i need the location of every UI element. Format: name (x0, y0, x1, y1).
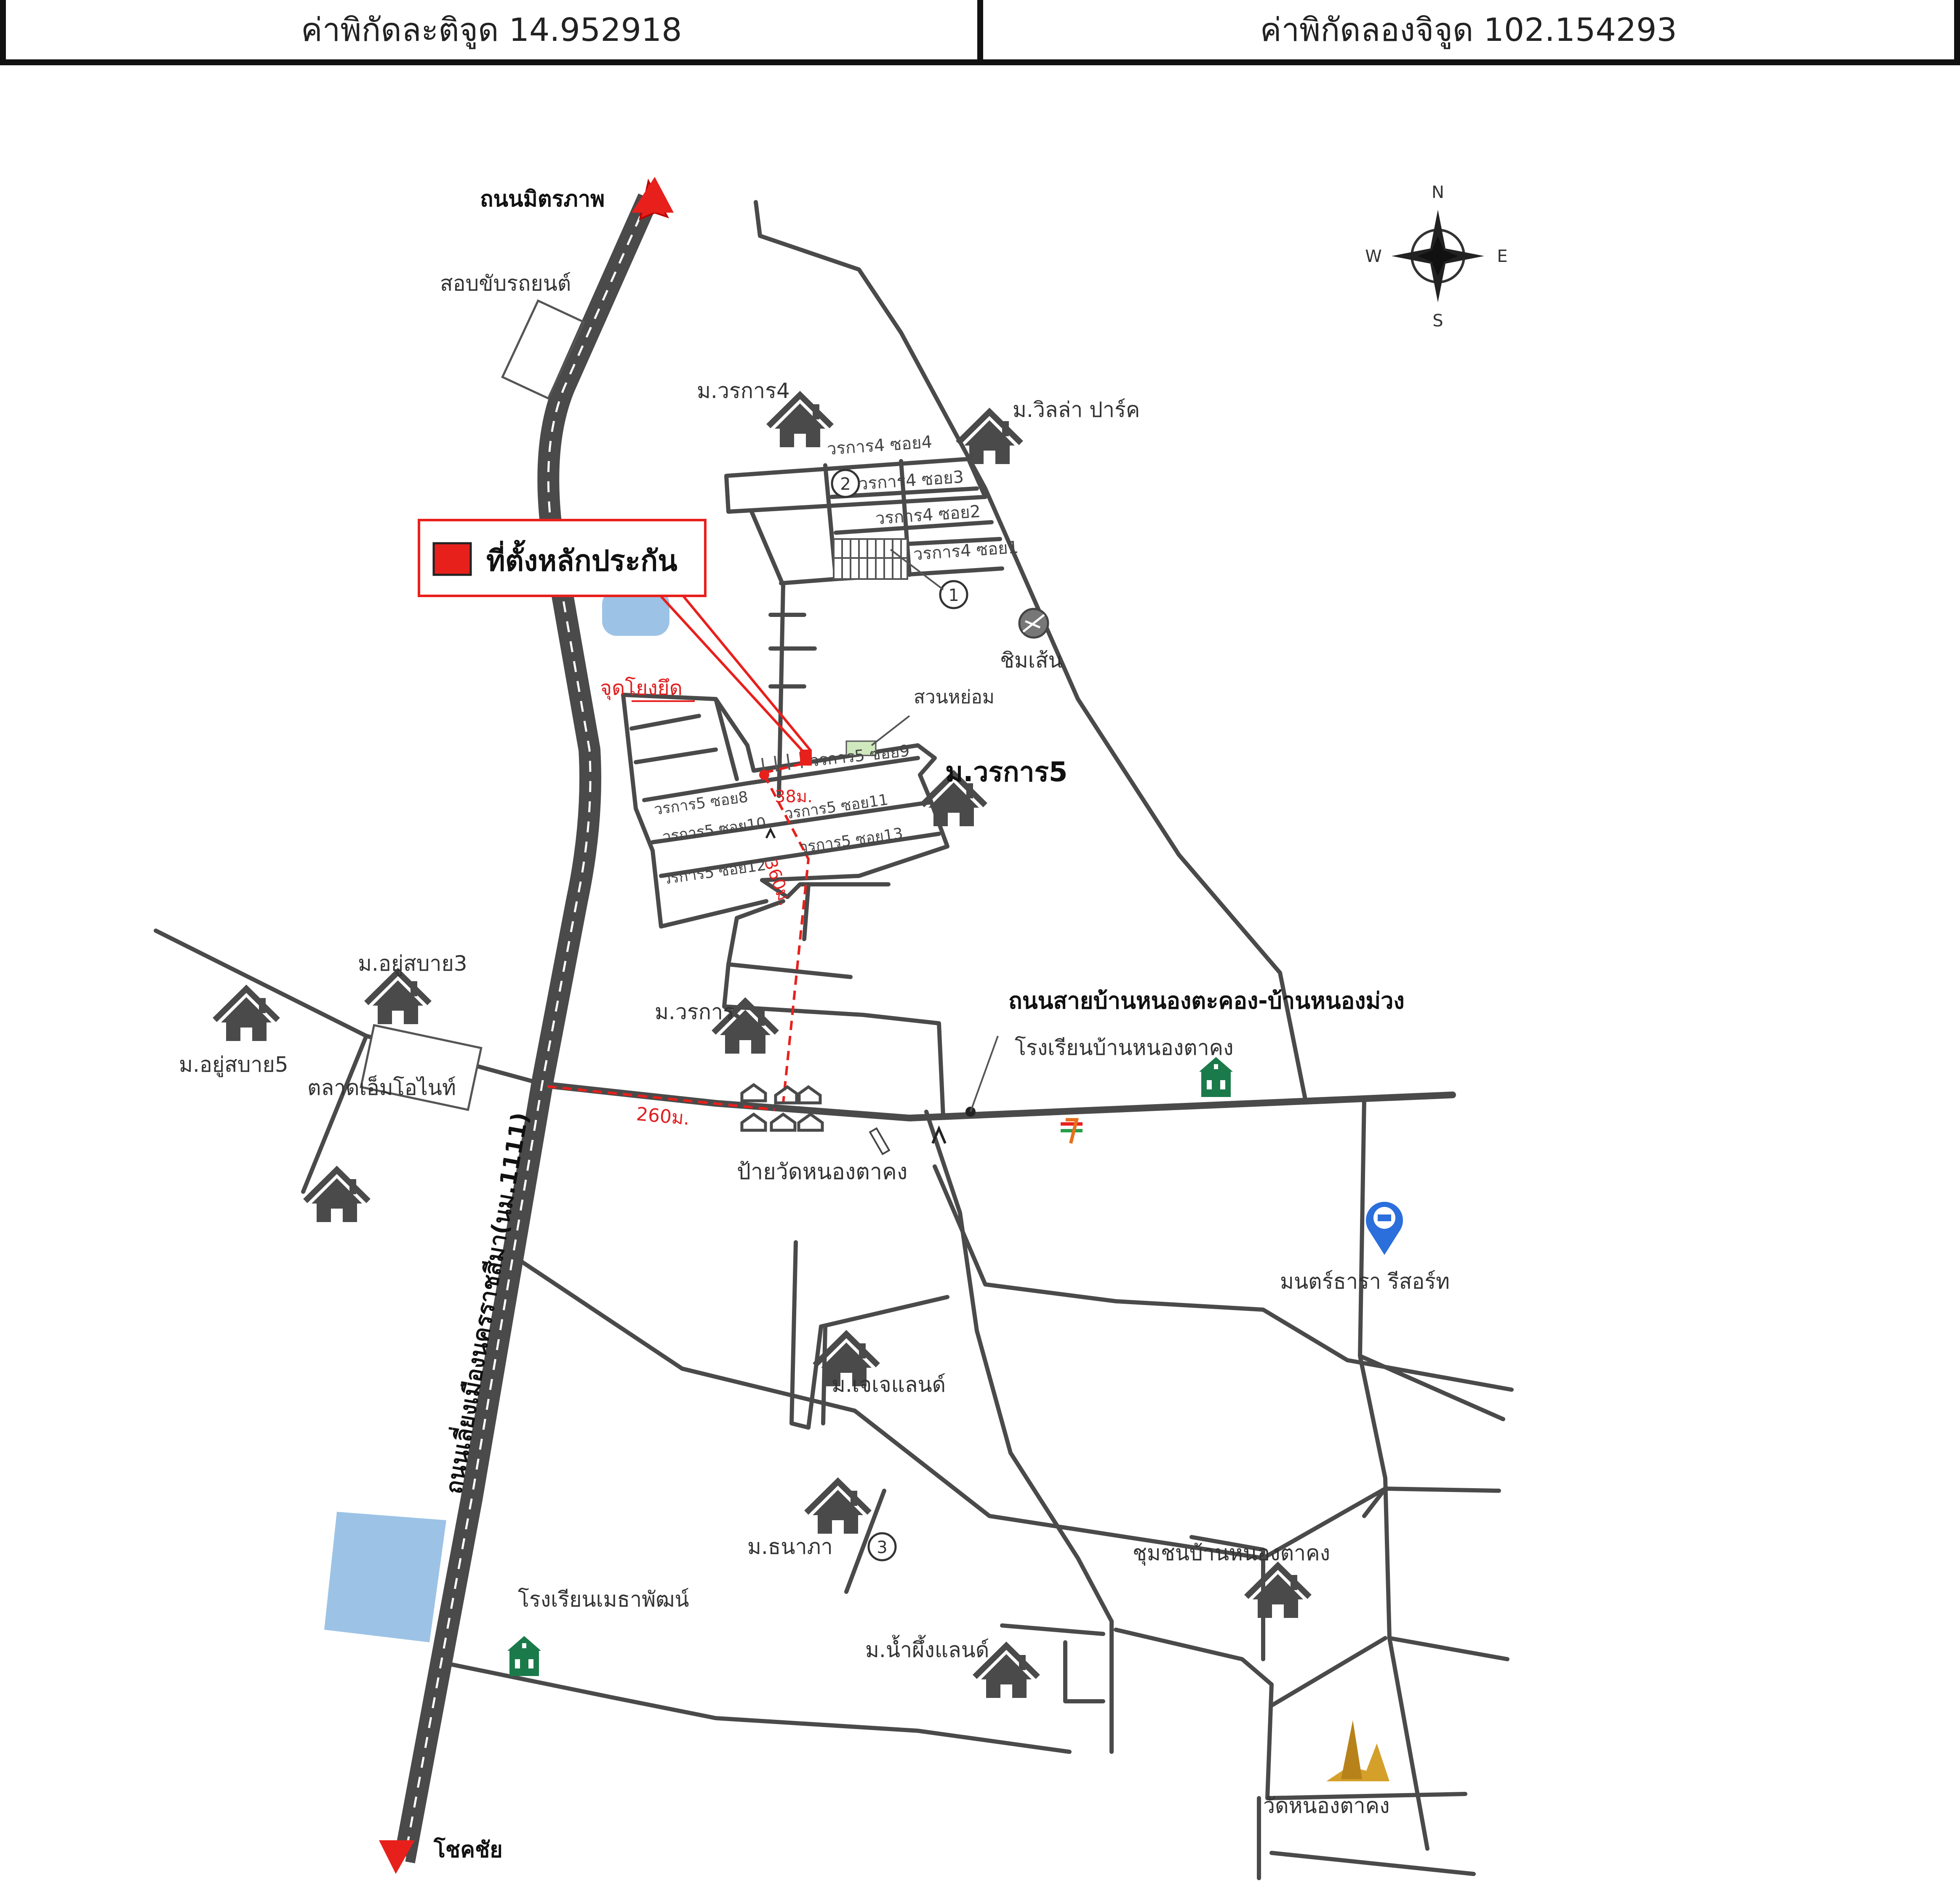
label-villa-park: ม.วิลล่า ปาร์ค (1013, 398, 1140, 422)
house-icon (366, 972, 429, 1024)
compass-n: N (1432, 183, 1444, 202)
label-vorakarn4: ม.วรการ4 (697, 379, 790, 403)
house-icon (305, 1170, 368, 1222)
seven-eleven-icon (1059, 1118, 1084, 1150)
compass-e: E (1497, 247, 1507, 266)
reference-dot (759, 770, 769, 780)
house-icon (215, 989, 278, 1041)
label-school-metha: โรงเรียนเมธาพัฒน์ (518, 1587, 689, 1612)
label-school-nongtakhong: โรงเรียนบ้านหนองตาคง (1015, 1036, 1234, 1060)
garden-area (845, 740, 877, 756)
coordinate-table: ค่าพิกัดละติจูด 14.952918 ค่าพิกัดลองจิจ… (0, 0, 1960, 65)
north-arrow-icon (632, 177, 674, 221)
label-chimsen: ชิมเส้น (1000, 648, 1063, 673)
driving-test-area (501, 299, 585, 400)
label-garden: สวนหย่อม (914, 686, 995, 708)
legend-label: ที่ตั้งหลักประกัน (486, 539, 677, 578)
label-wat: วัดหนองตาคง (1263, 1794, 1390, 1818)
pin-icon (1366, 1201, 1403, 1255)
grid-lots (833, 538, 908, 580)
pond-north (602, 590, 669, 636)
compass-w: W (1365, 247, 1382, 266)
school-leader (970, 1036, 999, 1112)
label-dist-38: 38ม. (775, 787, 813, 806)
label-driving-test: สอบขับรถยนต์ (440, 271, 571, 296)
school-icon (507, 1636, 541, 1676)
road-chokchai: โชคชัย (433, 1836, 503, 1863)
label-jj-land: ม.เจเจแลนด์ (832, 1372, 946, 1397)
house-icon (1246, 1566, 1309, 1618)
bus-stop-icon (869, 1127, 891, 1156)
label-dist-260: 260ม. (635, 1103, 691, 1129)
label-v5-soi10: วรการ5 ซอย10 (661, 814, 767, 846)
road-nongtakhong: ถนนสายบ้านหนองตะคอง-บ้านหนองม่วง (1008, 988, 1405, 1014)
pond-west (324, 1512, 446, 1642)
bypass-highway (393, 193, 659, 1863)
grid-lots-lines (834, 539, 907, 579)
house-icon (806, 1481, 869, 1534)
label-soi4: วรการ4 ซอย4 (826, 432, 933, 459)
label-reference-point: จุดโยงยึด (600, 676, 683, 700)
chimsen-icon (1018, 608, 1049, 639)
label-thanapha: ม.ธนาภา (747, 1535, 833, 1559)
label-vorakarn5: ม.วรการ5 (945, 757, 1067, 788)
label-v5-soi13: วรการ5 ซอย13 (798, 825, 904, 857)
label-wat-sign: ป้ายวัดหนองตาคง (737, 1159, 907, 1185)
label-marker1: 1 (948, 586, 959, 605)
marker-circles (831, 469, 968, 1561)
compass-s: S (1432, 311, 1443, 331)
callout-pointer (653, 588, 812, 752)
mo-market-area (360, 1024, 483, 1111)
minor-roads (154, 200, 1514, 1880)
label-namphueng: ม.น้ำผึ้งแลนด์ (865, 1635, 989, 1662)
latitude-cell: ค่าพิกัดละติจูด 14.952918 (0, 0, 977, 59)
legend-box: ที่ตั้งหลักประกัน (418, 519, 707, 597)
pagoda-icon (1326, 1720, 1389, 1781)
label-marker3: 3 (877, 1538, 887, 1557)
label-yusabai5: ม.อยู่สบาย5 (179, 1052, 288, 1077)
south-arrow-icon (379, 1840, 415, 1874)
garden-leader (871, 715, 910, 746)
label-vorakarn: ม.วรการ (655, 1000, 734, 1024)
compass-icon (1392, 210, 1484, 302)
label-resort: มนตร์ธารา รีสอร์ท (1280, 1269, 1450, 1294)
road-mittraphap: ถนนมิตรภาพ (480, 187, 605, 212)
distance-lines (547, 763, 810, 1111)
collateral-marker (800, 750, 812, 766)
label-yusabai3: ม.อยู่สบาย3 (358, 951, 467, 976)
label-v5-soi12: วรการ5 ซอย12 (661, 857, 767, 888)
longitude-cell: ค่าพิกัดลองจิจูด 102.154293 (977, 0, 1960, 59)
marker1-leader (890, 549, 944, 590)
label-mo-market: ตลาดเอ็มโอไนท์ (307, 1075, 456, 1100)
school-icon (1199, 1057, 1233, 1097)
label-community: ชุมชนบ้านหนองตาคง (1133, 1541, 1330, 1566)
label-marker2: 2 (840, 475, 851, 494)
